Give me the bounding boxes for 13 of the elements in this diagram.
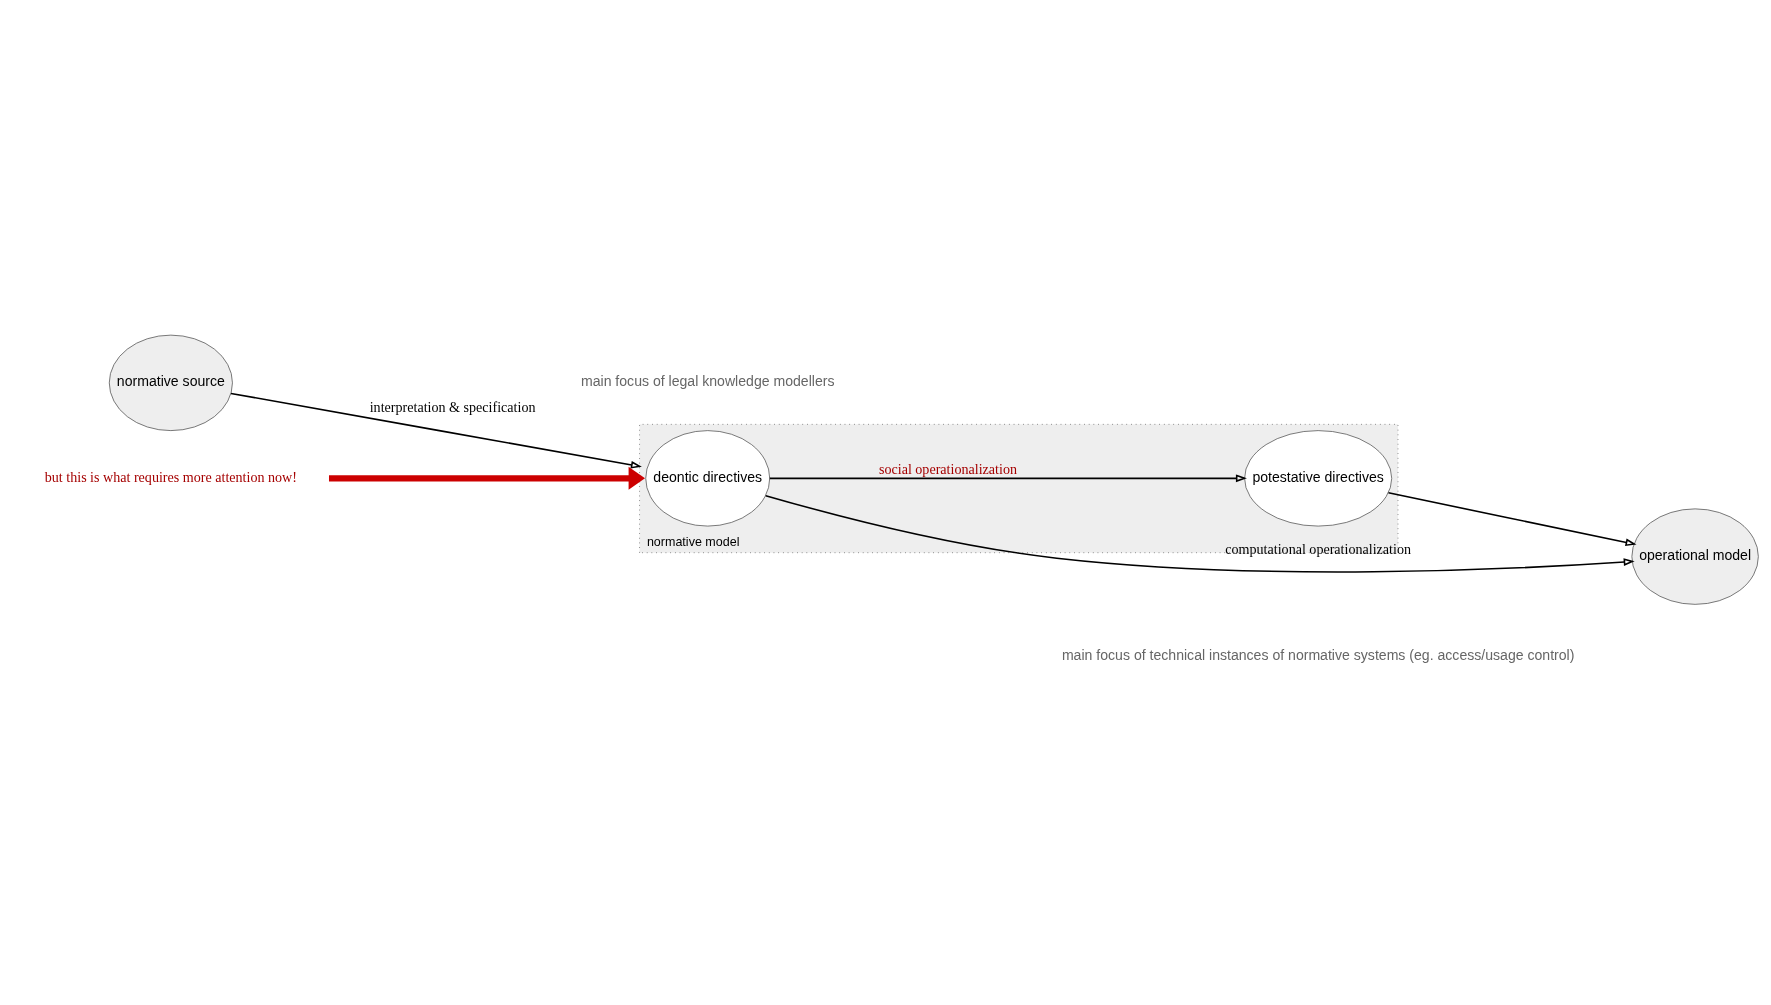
edge-label: interpretation & specification	[369, 398, 536, 415]
arrow	[1387, 491, 1637, 546]
arrow	[230, 392, 642, 469]
node-ellipse: operational model	[1631, 508, 1759, 605]
node-ellipse: potestative directives	[1244, 429, 1393, 526]
arrow	[768, 474, 1247, 482]
node-text: but this is what requires more attention now!	[44, 468, 297, 485]
label: main focus of technical instances of normative systems (eg. access/usage control)	[1061, 646, 1575, 663]
arrow	[764, 494, 1635, 573]
edge-label: social operationalization	[878, 460, 1017, 477]
node-ellipse: deontic directives	[645, 429, 771, 526]
label: main focus of legal knowledge modellers	[580, 372, 835, 389]
node-ellipse: normative source	[108, 334, 233, 431]
